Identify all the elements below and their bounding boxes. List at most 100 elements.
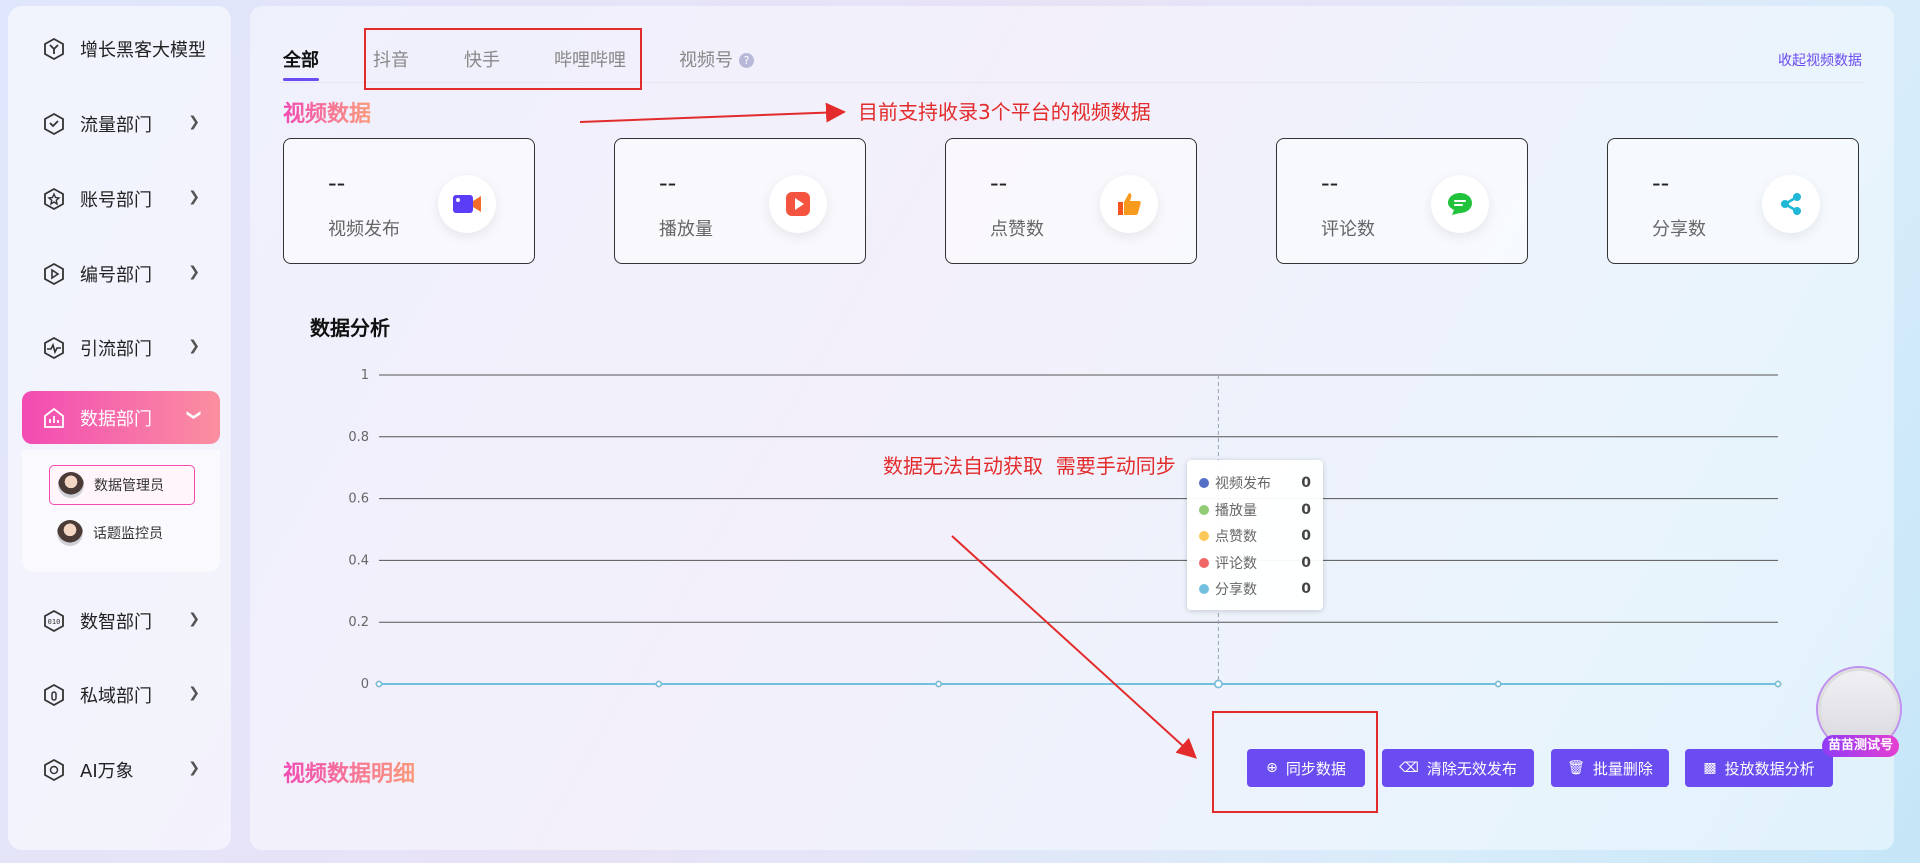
tooltip-row: 评论数 0: [1199, 550, 1311, 577]
data-sub-menu: 数据管理员 话题监控员: [22, 450, 220, 572]
play-icon: [769, 175, 827, 233]
data-point[interactable]: [1774, 680, 1782, 688]
hexagon-y-icon: [42, 37, 66, 61]
stat-value: --: [328, 169, 346, 197]
trash-icon: 🗑: [1567, 760, 1585, 776]
stat-label: 点赞数: [990, 219, 1044, 240]
nav-label: 引流部门: [80, 339, 152, 360]
tooltip-series-name: 播放量: [1215, 502, 1257, 519]
collapse-video-data-link[interactable]: 收起视频数据: [1778, 53, 1862, 69]
ad-analysis-button[interactable]: ▩ 投放数据分析: [1685, 749, 1833, 787]
tooltip-series-name: 分享数: [1215, 582, 1257, 599]
legend-dot: [1199, 557, 1209, 568]
nav-smart-data[interactable]: 010 数智部门 ❯: [22, 595, 220, 647]
tooltip-value: 0: [1301, 475, 1311, 492]
stat-label: 评论数: [1321, 219, 1375, 240]
stat-value: --: [990, 169, 1008, 197]
stat-label: 视频发布: [328, 219, 400, 240]
data-point[interactable]: [935, 680, 942, 688]
stat-label: 分享数: [1652, 219, 1706, 240]
y-tick-label: 0: [361, 677, 369, 692]
stat-value: --: [659, 169, 677, 197]
stat-card-play-count: -- 播放量: [614, 138, 866, 264]
help-icon[interactable]: ?: [739, 53, 754, 68]
stat-card-likes: -- 点赞数: [945, 138, 1197, 264]
sub-item-label: 话题监控员: [93, 526, 163, 542]
star-hexagon-icon: [42, 187, 66, 211]
binary-hexagon-icon: 010: [42, 609, 66, 633]
button-label: 同步数据: [1285, 759, 1346, 778]
video-camera-icon: [438, 175, 496, 233]
tooltip-value: 0: [1301, 554, 1311, 571]
tab-douyin[interactable]: 抖音: [373, 50, 409, 71]
stat-value: --: [1652, 169, 1670, 197]
play-hexagon-icon: [42, 262, 66, 286]
nav-data[interactable]: 数据部门 ❯: [22, 391, 220, 444]
data-point[interactable]: [1494, 680, 1502, 688]
sidebar: 增长黑客大模型 流量部门 ❯ 账号部门 ❯ 编号部门 ❯ 引流部门 ❯ 数据部门…: [8, 6, 231, 850]
y-tick-label: 0.6: [348, 492, 369, 507]
legend-dot: [1199, 504, 1209, 515]
floating-account-badge[interactable]: 苗苗测试号: [1822, 735, 1900, 757]
nav-traffic[interactable]: 流量部门 ❯: [22, 98, 220, 150]
nav-label: 数据部门: [80, 408, 152, 430]
thumbs-up-icon: [1100, 175, 1158, 233]
stat-value: --: [1321, 169, 1339, 197]
chevron-right-icon: ❯: [188, 189, 200, 205]
nav-growth-model[interactable]: 增长黑客大模型: [22, 23, 220, 75]
data-point[interactable]: [375, 680, 383, 688]
nav-label: 数智部门: [80, 612, 152, 633]
chart-tooltip: 视频发布 0 播放量 0 点赞数 0 评论数 0 分享数 0: [1187, 460, 1323, 610]
stat-label: 播放量: [659, 219, 713, 240]
stat-card-comments: -- 评论数: [1276, 138, 1528, 264]
stat-card-video-publish: -- 视频发布: [283, 138, 535, 264]
tooltip-series-name: 视频发布: [1215, 476, 1271, 493]
legend-dot: [1199, 531, 1209, 542]
plus-circle-icon: ⊕: [1266, 760, 1278, 776]
sub-item-data-admin[interactable]: 数据管理员: [49, 465, 195, 505]
tabs-divider: [280, 82, 1864, 83]
share-icon: [1762, 175, 1820, 233]
nav-numbering[interactable]: 编号部门 ❯: [22, 248, 220, 300]
comment-icon: [1431, 175, 1489, 233]
tooltip-series-name: 评论数: [1215, 555, 1257, 572]
tooltip-row: 点赞数 0: [1199, 523, 1311, 550]
nav-private-domain[interactable]: 私域部门 ❯: [22, 669, 220, 721]
tab-kuaishou[interactable]: 快手: [464, 50, 500, 71]
ai-hexagon-icon: [42, 758, 66, 782]
sync-data-button[interactable]: ⊕ 同步数据: [1247, 749, 1365, 787]
tab-label: 视频号: [679, 50, 733, 71]
tab-wechat-channels[interactable]: 视频号?: [679, 46, 754, 72]
nav-lead-gen[interactable]: 引流部门 ❯: [22, 322, 220, 374]
avatar: [58, 472, 84, 498]
batch-delete-button[interactable]: 🗑 批量删除: [1551, 749, 1669, 787]
chevron-right-icon: ❯: [188, 760, 200, 776]
data-point[interactable]: [1214, 679, 1223, 689]
tooltip-row: 播放量 0: [1199, 497, 1311, 524]
data-point[interactable]: [655, 680, 663, 688]
nav-ai-vientiane[interactable]: AI万象 ❯: [22, 744, 220, 796]
y-tick-label: 0.8: [348, 430, 369, 445]
y-tick-label: 1: [361, 368, 369, 383]
eraser-icon: ⌫: [1399, 760, 1419, 776]
sub-item-topic-monitor[interactable]: 话题监控员: [49, 513, 195, 553]
section-title-video-detail: 视频数据明细: [283, 756, 415, 788]
active-tab-indicator: [283, 78, 319, 81]
clear-invalid-button[interactable]: ⌫ 清除无效发布: [1382, 749, 1534, 787]
nav-account[interactable]: 账号部门 ❯: [22, 173, 220, 225]
annotation-sync: 数据无法自动获取 需要手动同步: [883, 454, 1176, 478]
tab-bilibili[interactable]: 哔哩哔哩: [554, 50, 626, 71]
tooltip-value: 0: [1301, 501, 1311, 518]
annotation-box-platform-tabs: [364, 28, 642, 90]
chevron-right-icon: ❯: [188, 611, 200, 627]
lock-hexagon-icon: [42, 683, 66, 707]
tooltip-row: 视频发布 0: [1199, 470, 1311, 497]
chevron-right-icon: ❯: [188, 114, 200, 130]
nav-label: 流量部门: [80, 115, 152, 136]
chevron-down-icon: ❯: [186, 409, 203, 421]
legend-dot: [1199, 478, 1209, 489]
section-title-video-data: 视频数据: [283, 96, 371, 128]
tab-all[interactable]: 全部: [283, 50, 319, 71]
nav-label: 编号部门: [80, 265, 152, 286]
bar-chart-icon: ▩: [1703, 760, 1717, 776]
